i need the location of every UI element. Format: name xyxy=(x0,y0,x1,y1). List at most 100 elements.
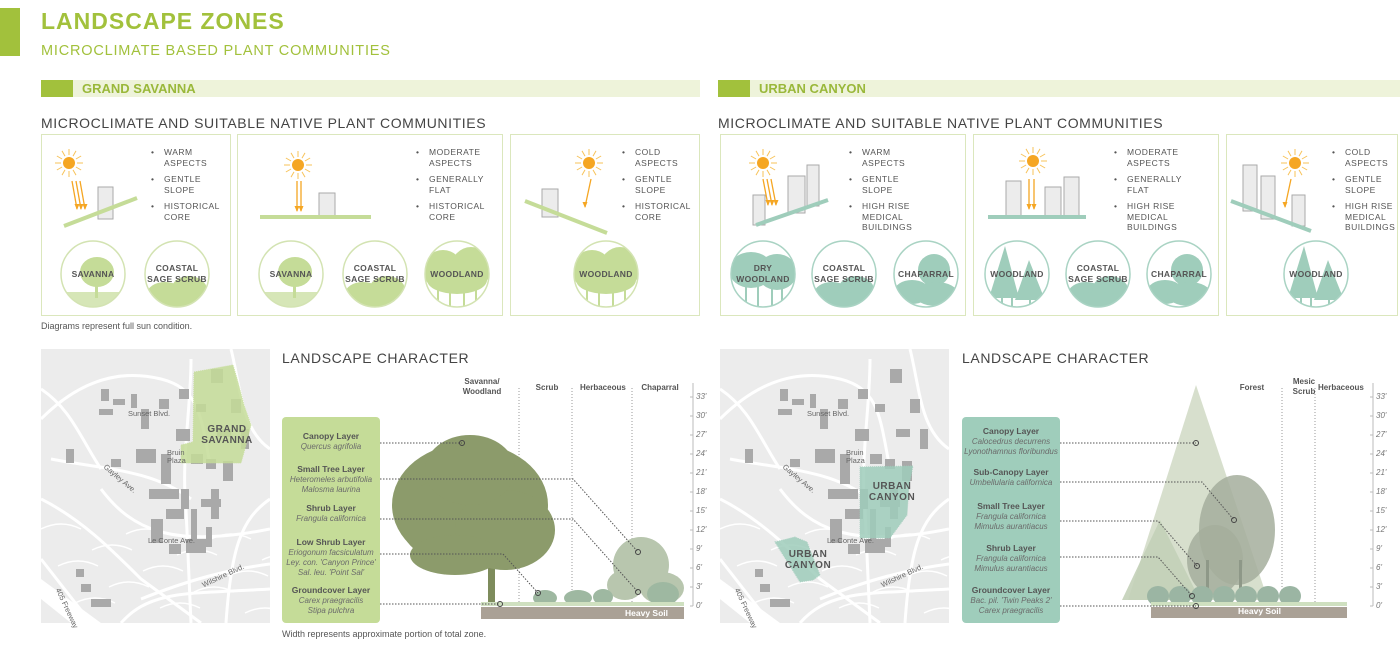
microclimate-title: MICROCLIMATE AND SUITABLE NATIVE PLANT C… xyxy=(718,115,1164,131)
microclimate-bullet: HIGH RISE MEDICAL BUILDINGS xyxy=(1332,201,1395,233)
microclimate-bullet: COLD ASPECTS xyxy=(1332,147,1395,168)
plant-community-label: WOODLAND xyxy=(430,268,484,279)
microclimate-bullets: COLD ASPECTS GENTLE SLOPE HISTORICAL CORE xyxy=(622,147,691,222)
microclimate-bullet: GENERALLY FLAT xyxy=(1114,174,1182,195)
street-label: Bruin Plaza xyxy=(167,448,186,465)
map-zone-label: URBAN CANYON xyxy=(868,481,916,503)
microclimate-diagram xyxy=(238,135,504,320)
vegetation-column-header: Herbaceous xyxy=(580,383,626,392)
layer-species: Frangula californica Mimulus aurantiacus xyxy=(974,512,1048,531)
vegetation-column-header: Mesic Scrub xyxy=(1292,377,1316,396)
height-tick-label: 15' xyxy=(1376,506,1387,515)
height-tick-label: 18' xyxy=(696,487,707,496)
height-tick-label: 3' xyxy=(696,582,702,591)
microclimate-panel: MODERATE ASPECTS GENERALLY FLAT HIGH RISE … xyxy=(973,134,1219,316)
layer-title: Sub-Canopy Layer xyxy=(973,467,1049,477)
zone-header-urban-canyon: URBAN CANYON xyxy=(718,80,1400,97)
vegetation-column-header: Forest xyxy=(1239,383,1265,392)
microclimate-bullet: HIGH RISE MEDICAL BUILDINGS xyxy=(849,201,912,233)
microclimate-bullet: WARM ASPECTS xyxy=(151,147,220,168)
plant-community-label: WOODLAND xyxy=(990,268,1044,279)
vegetation-column-header: Chaparral xyxy=(641,383,679,392)
height-tick-label: 21' xyxy=(696,468,707,477)
diagram-note: Diagrams represent full sun condition. xyxy=(41,321,193,331)
microclimate-title: MICROCLIMATE AND SUITABLE NATIVE PLANT C… xyxy=(41,115,487,131)
page-subtitle: MICROCLIMATE BASED PLANT COMMUNITIES xyxy=(41,43,391,59)
height-tick-label: 30' xyxy=(1376,411,1387,420)
microclimate-bullet: HISTORICAL CORE xyxy=(151,201,220,222)
microclimate-bullet: GENTLE SLOPE xyxy=(1332,174,1395,195)
height-tick-label: 0' xyxy=(1376,601,1382,610)
layer-species: Heteromeles arbutifolia Malosma laurina xyxy=(289,475,373,494)
height-tick-label: 27' xyxy=(696,430,707,439)
soil-label: Heavy Soil xyxy=(1238,606,1281,616)
microclimate-bullet: HISTORICAL CORE xyxy=(622,201,691,222)
plant-community-label: COASTAL SAGE SCRUB xyxy=(1068,263,1128,284)
microclimate-bullets: COLD ASPECTS GENTLE SLOPE HIGH RISE MEDICA… xyxy=(1332,147,1395,233)
microclimate-bullet: COLD ASPECTS xyxy=(622,147,691,168)
layer-species: Umbellularia californica xyxy=(969,478,1053,487)
microclimate-bullets: WARM ASPECTSGENTLE SLOPEHISTORICAL CORE xyxy=(151,147,220,222)
title-accent-bar xyxy=(0,8,20,56)
layer-title: Canopy Layer xyxy=(982,426,1040,436)
microclimate-bullet: HIGH RISE MEDICAL BUILDINGS xyxy=(1114,201,1182,233)
street-label: Le Conte Ave. xyxy=(827,536,874,545)
microclimate-bullet: WARM ASPECTS xyxy=(849,147,912,168)
zone-name: URBAN CANYON xyxy=(759,81,866,96)
microclimate-panel: COLD ASPECTSGENTLE SLOPEHISTORICAL COREW… xyxy=(510,134,700,316)
microclimate-panel: MODERATE ASPECTSGENERALLY FLATHISTORICAL… xyxy=(237,134,503,316)
microclimate-diagram xyxy=(721,135,967,320)
microclimate-bullet: MODERATE ASPECTS xyxy=(416,147,485,168)
height-tick-label: 24' xyxy=(1376,449,1387,458)
zone-header-swatch xyxy=(718,80,750,97)
zone-header-grand-savanna: GRAND SAVANNA xyxy=(41,80,700,97)
landscape-character-title: LANDSCAPE CHARACTER xyxy=(282,350,470,366)
vegetation-column-header: Savanna/ Woodland xyxy=(462,377,502,396)
height-tick-label: 21' xyxy=(1376,468,1387,477)
plant-community-label: SAVANNA xyxy=(269,268,313,279)
layer-species: Quercus agrifolia xyxy=(300,442,362,451)
microclimate-bullets: WARM ASPECTS GENTLE SLOPE HIGH RISE MEDICA… xyxy=(849,147,912,233)
layer-species: Carex praegracilis Stipa pulchra xyxy=(298,596,364,615)
height-tick-label: 3' xyxy=(1376,582,1382,591)
zone-header-swatch xyxy=(41,80,73,97)
width-footnote: Width represents approximate portion of … xyxy=(282,629,487,639)
layer-title: Groundcover Layer xyxy=(971,585,1051,595)
plant-community-label: DRY WOODLAND xyxy=(736,263,790,284)
layer-title: Small Tree Layer xyxy=(977,501,1045,511)
layer-title: Shrub Layer xyxy=(986,543,1036,553)
microclimate-bullet: GENTLE SLOPE xyxy=(849,174,912,195)
soil-label: Heavy Soil xyxy=(625,608,668,618)
layer-title: Small Tree Layer xyxy=(297,464,365,474)
plant-community-label: COASTAL SAGE SCRUB xyxy=(345,263,405,284)
street-label: Sunset Blvd. xyxy=(807,409,850,418)
height-tick-label: 24' xyxy=(696,449,707,458)
layer-species: Eriogonum facsiculatum Ley. con. 'Canyon… xyxy=(286,548,376,577)
microclimate-bullet: MODERATE ASPECTS xyxy=(1114,147,1182,168)
microclimate-panel: WARM ASPECTS GENTLE SLOPE HIGH RISE MEDICA… xyxy=(720,134,966,316)
microclimate-diagram xyxy=(974,135,1220,320)
map-zone-label: GRAND SAVANNA xyxy=(201,424,253,446)
height-tick-label: 27' xyxy=(1376,430,1387,439)
microclimate-panel: COLD ASPECTS GENTLE SLOPE HIGH RISE MEDICA… xyxy=(1226,134,1398,316)
height-tick-label: 12' xyxy=(696,525,707,534)
microclimate-diagram xyxy=(1227,135,1399,320)
height-tick-label: 33' xyxy=(1376,392,1387,401)
plant-community-label: CHAPARRAL xyxy=(1151,268,1207,279)
plant-community-label: COASTAL SAGE SCRUB xyxy=(814,263,874,284)
landscape-character-section xyxy=(380,380,700,625)
height-tick-label: 9' xyxy=(696,544,702,553)
microclimate-bullet: GENTLE SLOPE xyxy=(622,174,691,195)
street-label: Le Conte Ave. xyxy=(148,536,195,545)
height-tick-label: 12' xyxy=(1376,525,1387,534)
landscape-character-section xyxy=(1060,380,1400,625)
